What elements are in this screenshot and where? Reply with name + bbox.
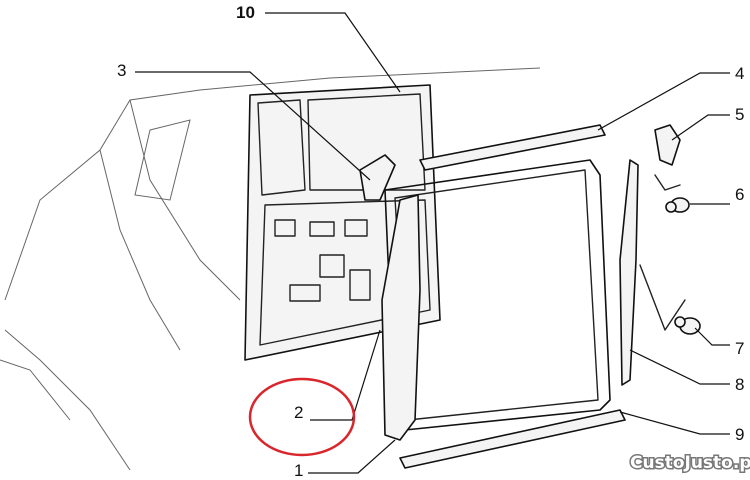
callout-8: 8 xyxy=(735,375,744,394)
part-8-rear-strip xyxy=(619,159,639,386)
part-6-plug xyxy=(665,197,690,213)
callout-5: 5 xyxy=(735,105,744,124)
part-1-pillar xyxy=(381,194,421,441)
callout-3: 3 xyxy=(117,61,126,80)
van-body-outline xyxy=(0,67,541,471)
part-9-lower-rail xyxy=(399,409,626,469)
callout-6: 6 xyxy=(735,185,744,204)
callout-4: 4 xyxy=(735,64,744,83)
part-3-bracket xyxy=(359,154,396,201)
part-7-plug xyxy=(674,316,701,335)
watermark-logo: CustoJusto.pt xyxy=(630,453,750,473)
part-4-upper-rail xyxy=(419,124,606,171)
callout-1: 1 xyxy=(294,461,303,480)
highlight-circle xyxy=(248,377,356,457)
callout-7: 7 xyxy=(735,339,744,358)
callout-9: 9 xyxy=(735,425,744,444)
callout-2: 2 xyxy=(294,403,303,422)
leader-lines xyxy=(135,12,730,474)
callout-10: 10 xyxy=(236,3,255,22)
part-5-clip xyxy=(654,124,681,166)
